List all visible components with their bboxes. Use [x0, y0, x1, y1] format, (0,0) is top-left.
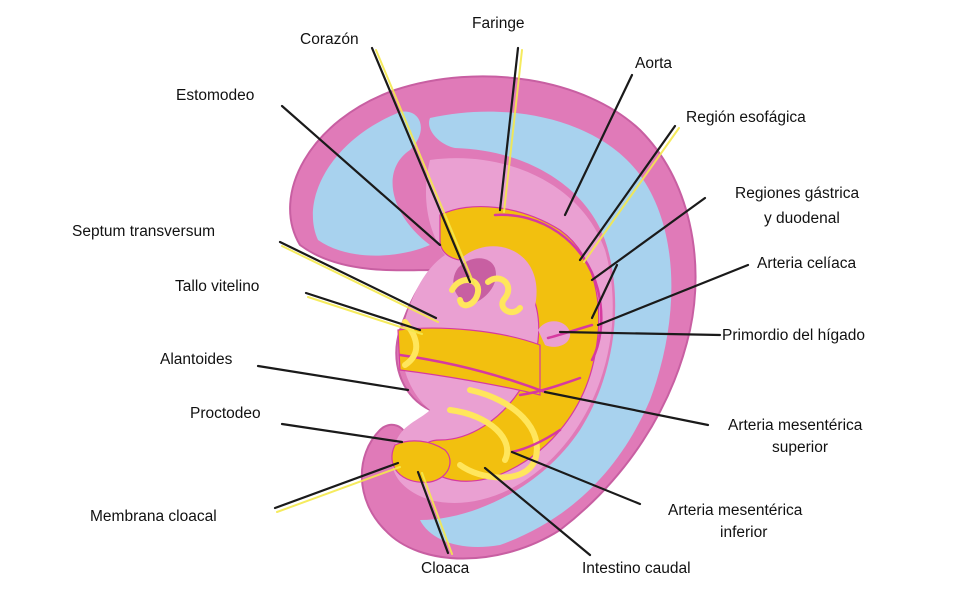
leader-corazon-shadow	[375, 49, 475, 285]
label-faringe: Faringe	[472, 15, 525, 32]
leader-faringe	[498, 46, 520, 212]
hindgut-lumen	[457, 387, 540, 481]
leader-corazon	[370, 46, 472, 284]
label-arteria-mes-inf-1: Arteria mesentérica	[668, 502, 803, 519]
leader-tallo-vitelino	[304, 291, 422, 332]
leader-membrana-cloacal-shadow	[276, 466, 401, 513]
inf-mesenteric-vessel	[510, 428, 562, 454]
label-primordio-higado: Primordio del hígado	[722, 327, 865, 344]
label-arteria-mes-inf-2: inferior	[720, 524, 767, 541]
label-region-esofagica: Región esofágica	[686, 109, 806, 126]
leader-regiones-gastrica-a	[590, 196, 707, 282]
leader-primordio-higado	[558, 330, 722, 337]
label-tallo-vitelino: Tallo vitelino	[175, 278, 259, 295]
leader-intestino-caudal	[483, 466, 592, 557]
leader-proctodeo	[280, 422, 404, 444]
pharyngeal-arch	[485, 275, 523, 316]
hindgut-inner	[447, 407, 510, 463]
label-estomodeo: Estomodeo	[176, 87, 254, 104]
label-intestino-caudal: Intestino caudal	[582, 560, 691, 577]
leader-lines	[256, 46, 750, 557]
cloaca-pouch	[391, 440, 451, 483]
leader-cloaca-shadow	[421, 472, 453, 555]
embryo-illustration	[289, 75, 697, 560]
leader-septum	[278, 240, 438, 320]
label-alantoides: Alantoides	[160, 351, 233, 368]
leader-arteria-mes-sup	[543, 390, 710, 427]
leader-alantoides	[256, 364, 410, 392]
heart-endocardium	[449, 277, 482, 309]
label-aorta: Aorta	[635, 55, 672, 72]
leader-septum-shadow	[281, 245, 439, 323]
allantois-vessel	[398, 353, 547, 394]
label-corazon: Corazón	[300, 31, 359, 48]
label-regiones-gastrica-2: y duodenal	[764, 210, 840, 227]
label-arteria-mes-sup-2: superior	[772, 439, 828, 456]
leader-aorta	[563, 73, 634, 217]
leader-cloaca	[416, 470, 450, 555]
leader-arteria-celiaca	[596, 263, 750, 327]
leader-estomodeo	[280, 104, 442, 247]
labels: Faringe Corazón Aorta Estomodeo Región e…	[72, 15, 865, 577]
label-arteria-celiaca: Arteria celíaca	[757, 255, 856, 272]
label-proctodeo: Proctodeo	[190, 405, 261, 422]
leader-region-esofagica-shadow	[583, 127, 680, 263]
leader-membrana-cloacal	[273, 461, 400, 510]
leader-regiones-gastrica-b	[590, 263, 619, 320]
leader-arteria-mes-inf	[510, 450, 642, 506]
leader-region-esofagica	[578, 124, 677, 262]
label-membrana-cloacal: Membrana cloacal	[90, 508, 217, 525]
leader-faringe-shadow	[503, 49, 523, 213]
label-arteria-mes-sup-1: Arteria mesentérica	[728, 417, 863, 434]
sup-mesenteric-vessel	[518, 376, 582, 397]
label-regiones-gastrica-1: Regiones gástrica	[735, 185, 859, 202]
liver-bud	[538, 321, 571, 347]
label-cloaca: Cloaca	[421, 560, 470, 577]
label-septum: Septum transversum	[72, 223, 215, 240]
leader-tallo-vitelino-shadow	[307, 296, 423, 335]
